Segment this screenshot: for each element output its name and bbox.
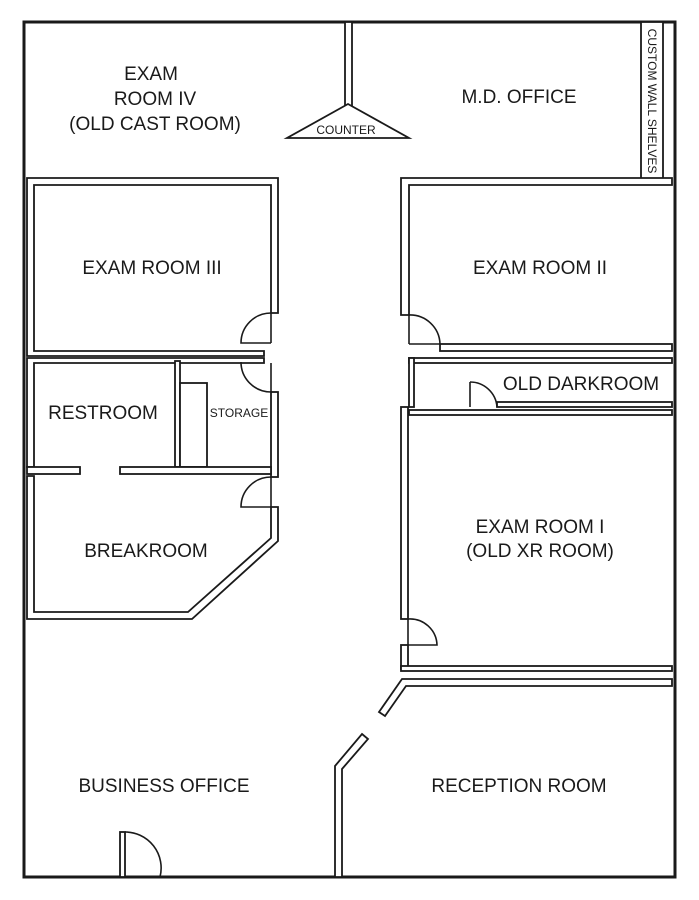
exam-room-ii-bottom-wall xyxy=(439,343,673,352)
door-storage xyxy=(240,361,272,393)
exam-room-i-label-1: EXAM ROOM I xyxy=(476,517,605,538)
door-exam-room-i xyxy=(407,618,438,646)
old-darkroom-left-wall xyxy=(408,357,415,408)
exam-room-iii-label: EXAM ROOM III xyxy=(82,258,221,279)
reception-room-label: RECEPTION ROOM xyxy=(431,776,606,797)
exam-room-i-bottom-wall xyxy=(400,665,673,672)
storage-label: STORAGE xyxy=(210,406,268,420)
storage-shelf xyxy=(179,382,208,468)
restroom-bottom-wall-right xyxy=(119,466,272,475)
door-breakroom xyxy=(240,476,272,508)
old-darkroom-top-wall xyxy=(408,357,673,364)
restroom-label: RESTROOM xyxy=(48,403,158,424)
business-office-label: BUSINESS OFFICE xyxy=(78,776,249,797)
door-exam-room-ii xyxy=(408,314,441,345)
reception-lower-wall xyxy=(334,732,370,878)
exam-room-iv-label-3: (OLD CAST ROOM) xyxy=(69,114,241,135)
exam-room-i-top-wall xyxy=(408,409,673,416)
exam-room-ii-walls xyxy=(400,177,673,316)
md-office-label: M.D. OFFICE xyxy=(461,87,576,108)
exam-room-i-left-wall xyxy=(400,406,409,620)
restroom-right-wall xyxy=(270,391,279,478)
exam-room-ii-label: EXAM ROOM II xyxy=(473,258,607,279)
restroom-bottom-wall-left xyxy=(26,466,81,475)
exam-room-i-label-2: (OLD XR ROOM) xyxy=(466,541,614,562)
exam-room-iv-label-2: ROOM IV xyxy=(114,89,197,110)
corridor-wall-top xyxy=(344,21,353,107)
counter-label: COUNTER xyxy=(316,123,376,137)
door-business-office xyxy=(119,831,162,878)
reception-upper-wall xyxy=(377,678,673,718)
door-exam-room-iii xyxy=(240,312,272,344)
old-darkroom-label: OLD DARKROOM xyxy=(503,374,659,395)
exam-room-iv-label-1: EXAM xyxy=(124,64,178,85)
exam-room-iii-walls xyxy=(26,177,279,357)
breakroom-label: BREAKROOM xyxy=(84,541,208,562)
old-darkroom-bottom-wall xyxy=(496,401,673,408)
custom-wall-shelves-label: CUSTOM WALL SHELVES xyxy=(645,29,659,174)
door-old-darkroom xyxy=(469,381,498,408)
counter xyxy=(283,102,413,139)
